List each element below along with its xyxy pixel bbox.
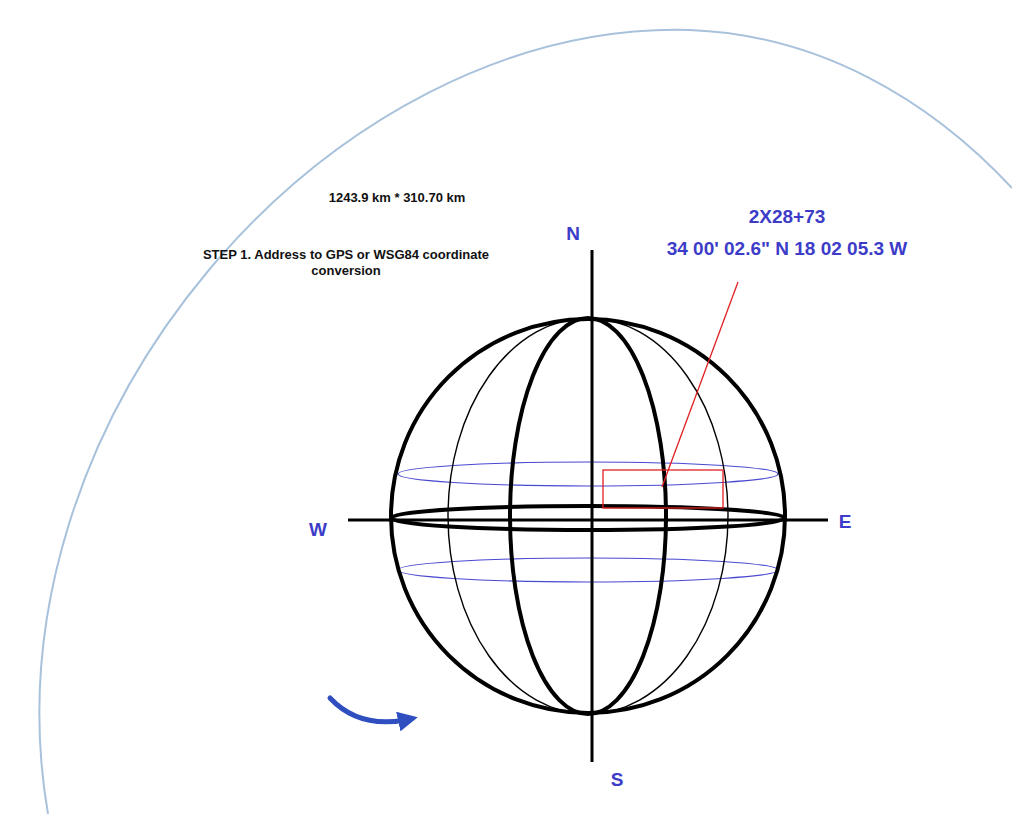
equator: [391, 506, 785, 530]
leader-line: [662, 282, 738, 487]
step-note: STEP 1. Address to GPS or WSG84 coordina…: [196, 247, 496, 280]
location-code: 2X28+73: [687, 205, 887, 229]
latitude-band: [398, 462, 778, 486]
compass-letter: E: [825, 510, 865, 534]
region-box: [603, 470, 723, 508]
compass-letter: S: [597, 768, 637, 792]
compass-letter: W: [298, 518, 338, 542]
outer-arc: [39, 30, 1012, 814]
coordinates-text: 34 00' 02.6" N 18 02 05.3 W: [577, 237, 997, 261]
ns-axis: [591, 250, 594, 762]
dimension-text: 1243.9 km * 310.70 km: [267, 190, 527, 206]
rotation-arrow: [330, 698, 410, 722]
meridian: [510, 318, 666, 714]
thin-meridian: [448, 318, 728, 714]
we-axis: [348, 519, 828, 522]
globe-outline: [391, 319, 785, 713]
compass-letter: N: [553, 222, 593, 246]
